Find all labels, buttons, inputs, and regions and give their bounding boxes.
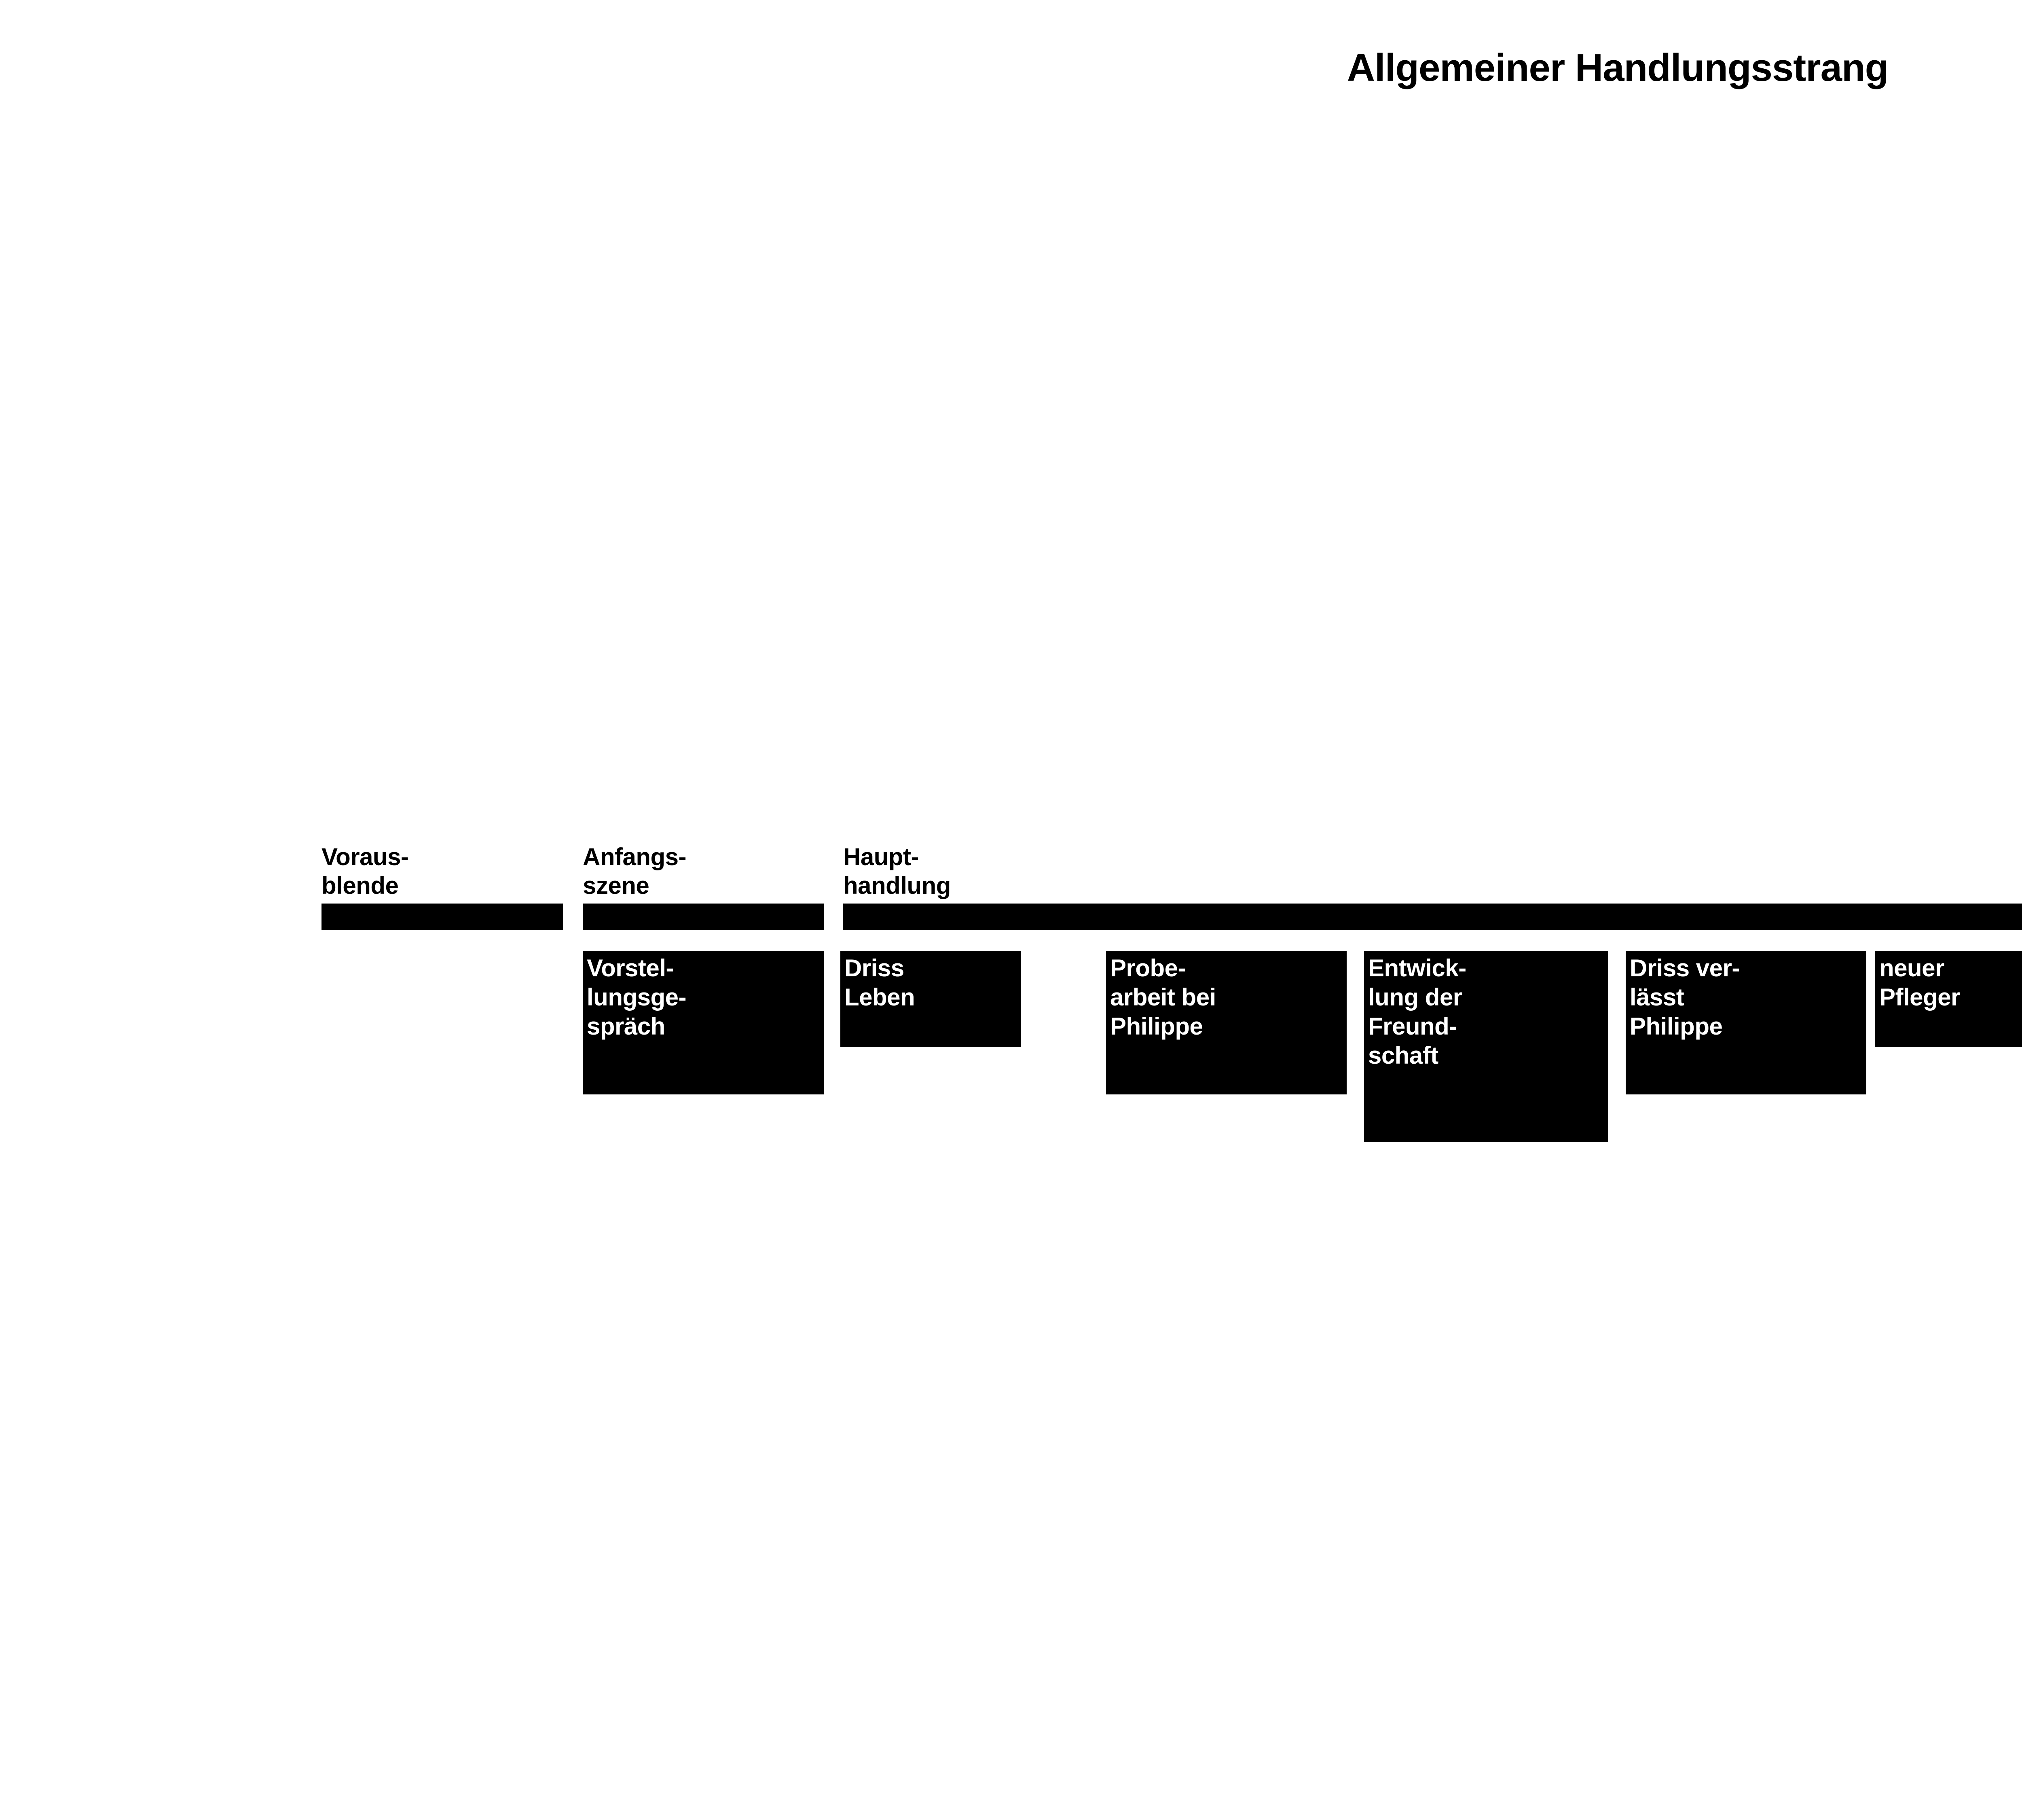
event-label: Driss Leben [844, 954, 915, 1011]
event-label: neuer Pfleger [1879, 954, 1960, 1011]
event-block: neuer Pfleger [1875, 951, 2022, 1047]
phase-bar [321, 904, 563, 930]
phase-bar [843, 904, 2022, 930]
phase-bar [583, 904, 824, 930]
phase-column: Voraus- blende [321, 843, 563, 930]
phase-column: Anfangs- szene [583, 843, 824, 930]
event-block: Driss ver- lässt Philippe [1626, 951, 1866, 1094]
event-label: Driss ver- lässt Philippe [1630, 954, 1740, 1040]
phase-label: Haupt- handlung [843, 843, 951, 899]
phase-label: Anfangs- szene [583, 843, 686, 899]
event-block: Entwick- lung der Freund- schaft [1364, 951, 1608, 1142]
event-block: Driss Leben [840, 951, 1021, 1047]
phase-column: Haupt- handlung [843, 843, 2022, 930]
event-label: Probe- arbeit bei Philippe [1110, 954, 1216, 1040]
event-block: Vorstel- lungsge- spräch [583, 951, 824, 1094]
event-block: Probe- arbeit bei Philippe [1106, 951, 1347, 1094]
phase-label: Voraus- blende [321, 843, 409, 899]
page-title: Allgemeiner Handlungsstrang [1347, 46, 1889, 89]
event-label: Entwick- lung der Freund- schaft [1368, 954, 1466, 1069]
event-label: Vorstel- lungsge- spräch [587, 954, 687, 1040]
